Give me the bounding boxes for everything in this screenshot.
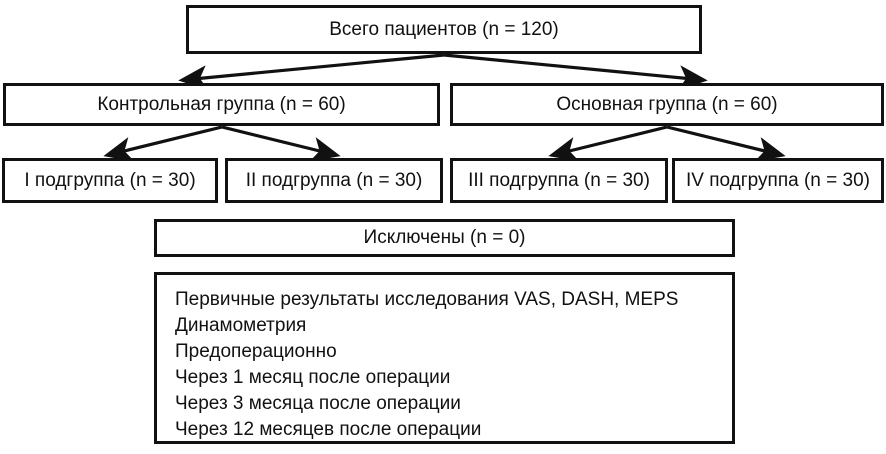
node-total-patients-label: Всего пациентов (n = 120) <box>329 18 559 40</box>
outcome-line: Через 12 месяцев после операции <box>175 419 482 440</box>
outcome-line: Динамометрия <box>175 315 307 336</box>
node-main-group: Основная группа (n = 60) <box>450 83 884 126</box>
edge-main-to-subgroup-3 <box>548 125 668 162</box>
node-subgroup-4-label: IV подгруппа (n = 30) <box>686 169 870 191</box>
node-subgroup-3-label: III подгруппа (n = 30) <box>468 169 650 191</box>
node-outcomes: Первичные результаты исследования VAS, D… <box>154 272 735 444</box>
node-subgroup-3: III подгруппа (n = 30) <box>450 158 668 203</box>
node-control-group: Контрольная группа (n = 60) <box>3 83 440 126</box>
edge-total-to-control <box>178 53 445 91</box>
outcome-line: Предоперационно <box>175 341 337 362</box>
node-subgroup-1-label: I подгруппа (n = 30) <box>24 169 196 191</box>
node-excluded: Исключены (n = 0) <box>154 219 735 257</box>
node-main-group-label: Основная группа (n = 60) <box>556 93 778 115</box>
node-excluded-label: Исключены (n = 0) <box>363 227 526 249</box>
outcome-line: Через 3 месяца после операции <box>175 393 461 414</box>
edge-control-to-subgroup-1 <box>103 125 223 162</box>
node-control-group-label: Контрольная группа (n = 60) <box>97 93 346 115</box>
outcome-line: Первичные результаты исследования VAS, D… <box>175 289 679 310</box>
node-subgroup-1: I подгруппа (n = 30) <box>2 158 218 203</box>
node-subgroup-2-label: II подгруппа (n = 30) <box>245 169 423 191</box>
edge-total-to-main <box>443 53 708 91</box>
node-subgroup-2: II подгруппа (n = 30) <box>225 158 443 203</box>
outcome-line: Через 1 месяц после операции <box>175 367 451 388</box>
edge-control-to-subgroup-2 <box>221 125 341 162</box>
edge-main-to-subgroup-4 <box>666 125 786 162</box>
node-total-patients: Всего пациентов (n = 120) <box>186 5 702 54</box>
node-subgroup-4: IV подгруппа (n = 30) <box>672 158 884 203</box>
